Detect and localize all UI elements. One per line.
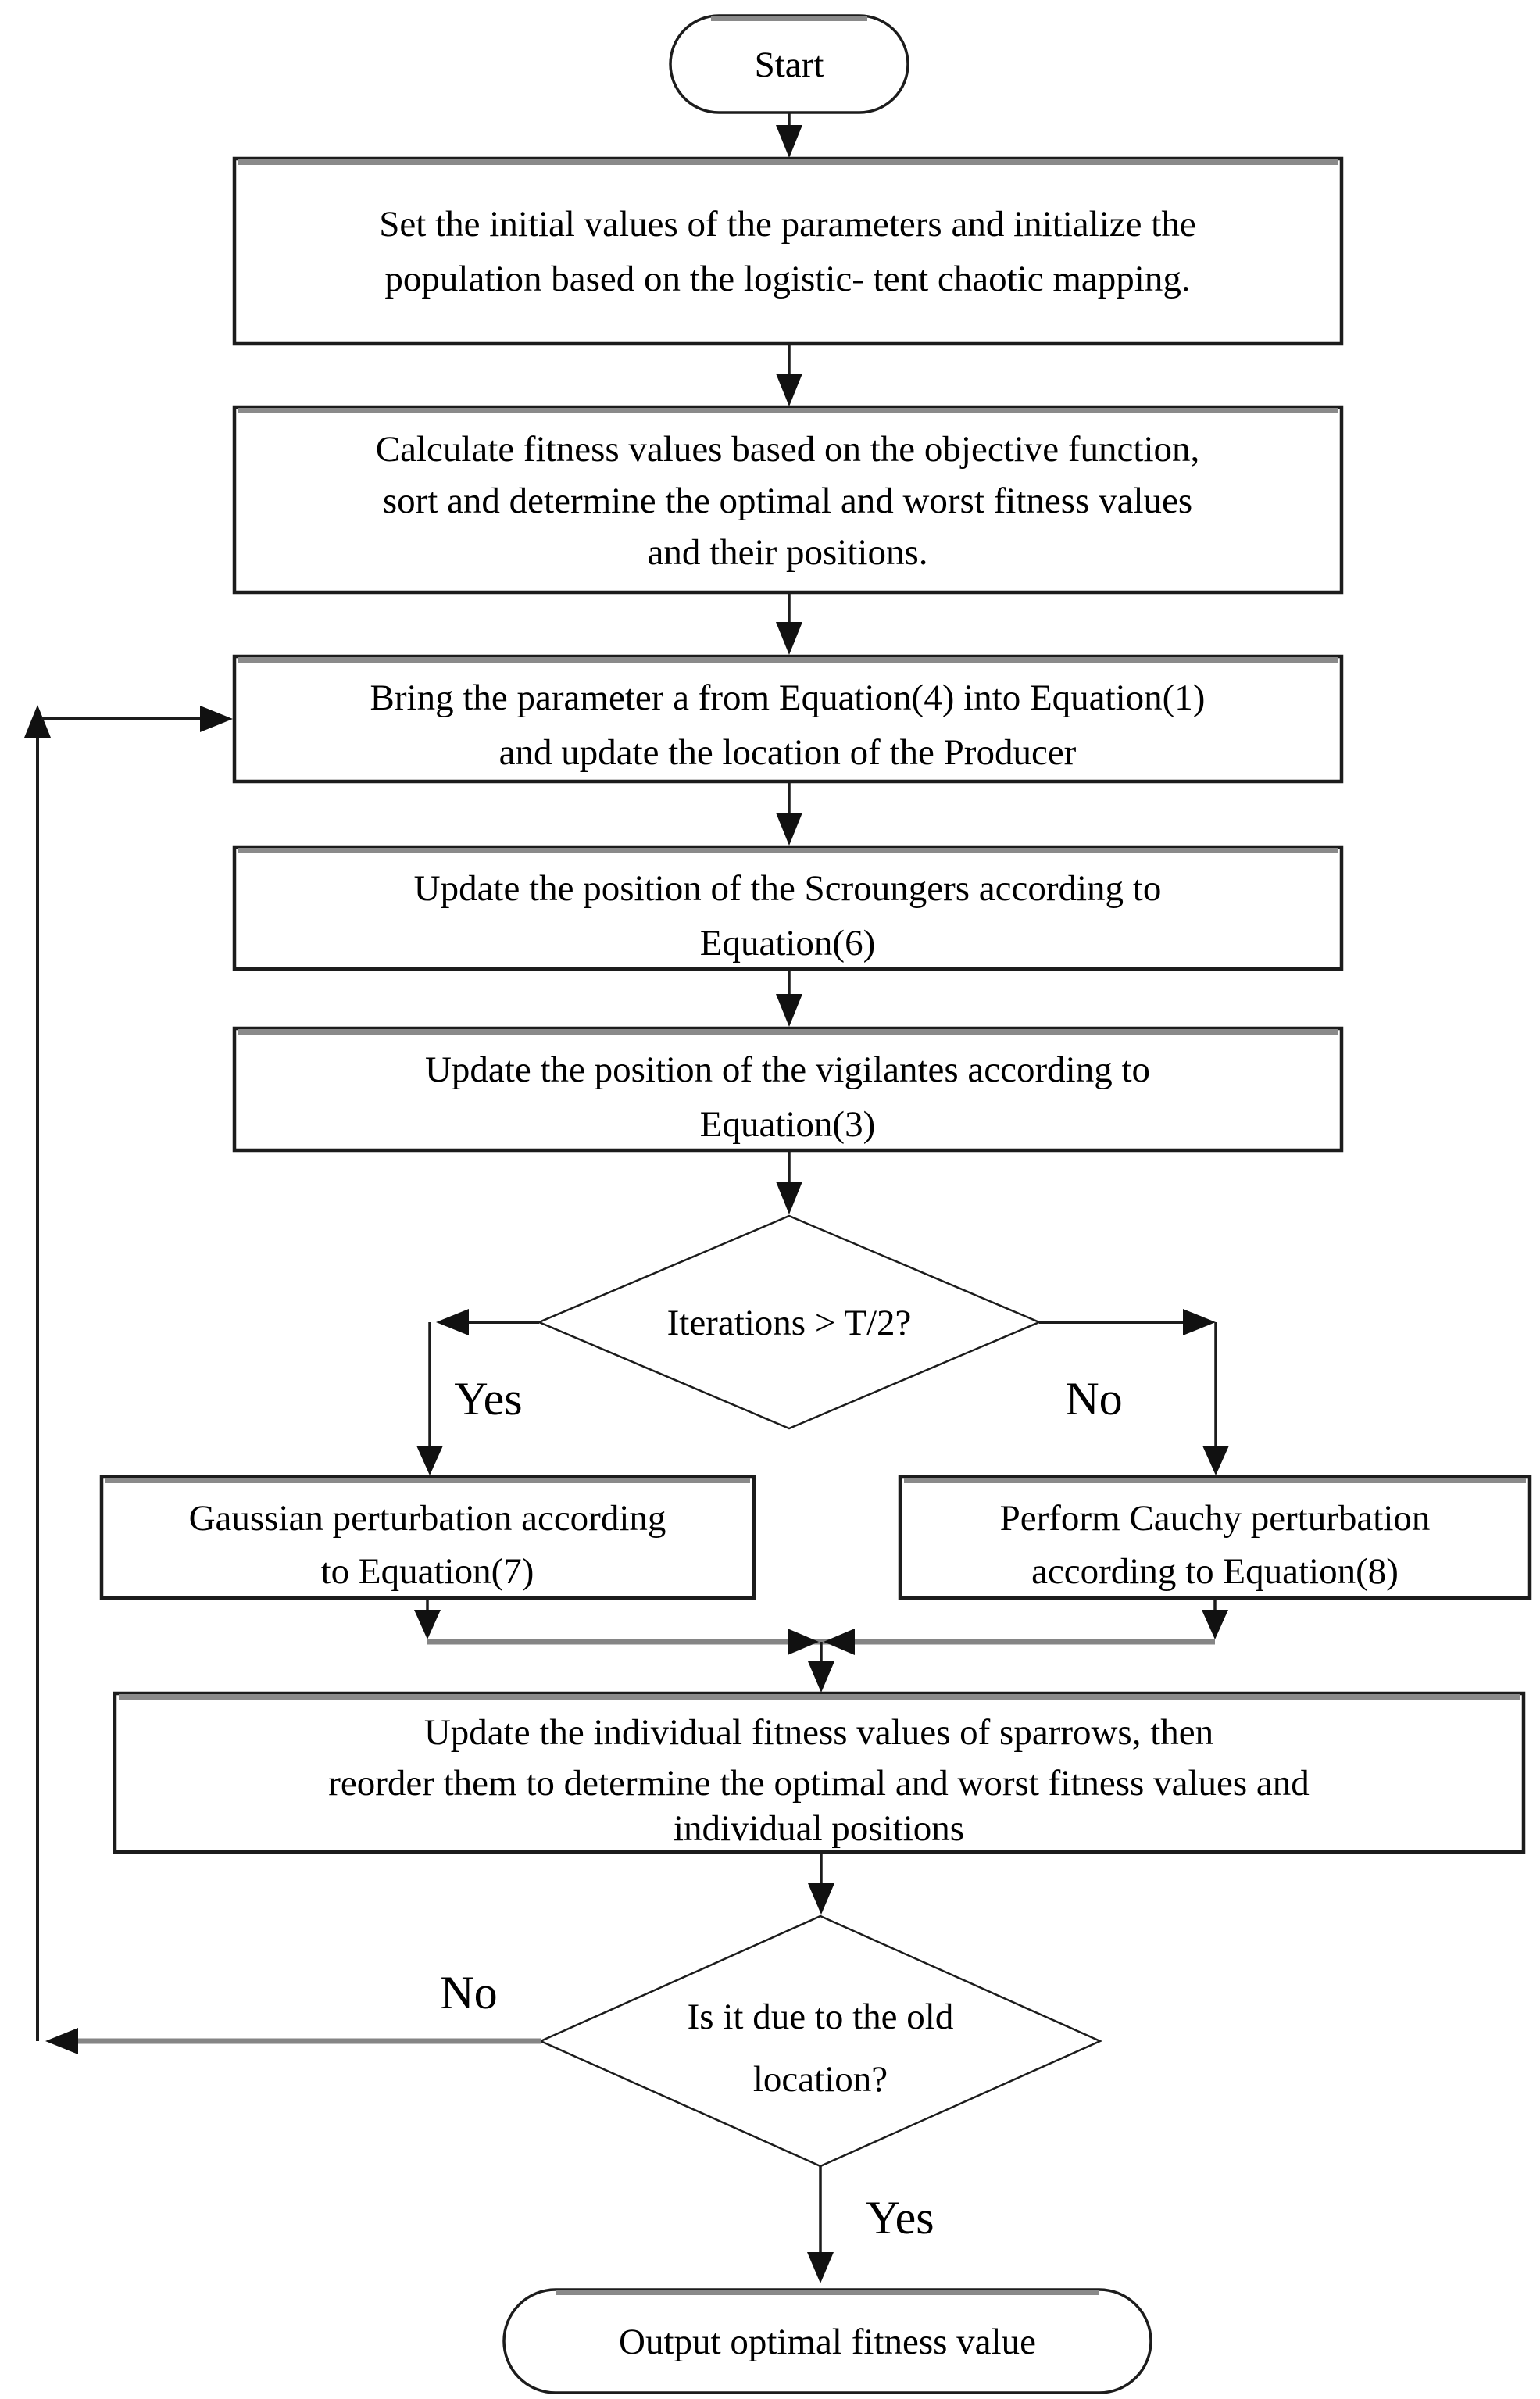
scroungers-line-2: Equation(6) bbox=[700, 923, 876, 964]
arrowhead-down-icon bbox=[1202, 1610, 1228, 1639]
start-terminator: Start bbox=[669, 14, 909, 114]
fitness-line-1: Calculate fitness values based on the ob… bbox=[376, 429, 1200, 470]
decision-old-location: Is it due to the old location? bbox=[538, 1915, 1103, 2168]
producer-line-1: Bring the parameter a from Equation(4) i… bbox=[370, 678, 1206, 718]
init-line-2: population based on the logistic- tent c… bbox=[384, 259, 1190, 299]
update-fitness-line-2: reorder them to determine the optimal an… bbox=[328, 1763, 1310, 1804]
process-box-gaussian: Gaussian perturbation according to Equat… bbox=[99, 1475, 756, 1600]
arrowhead-down-icon bbox=[776, 125, 802, 158]
feedback-loop-line bbox=[24, 705, 233, 2041]
arrowhead-down-icon bbox=[776, 622, 802, 655]
vigilantes-line-1: Update the position of the vigilantes ac… bbox=[425, 1049, 1150, 1090]
branch-iterations-no: No bbox=[1039, 1309, 1229, 1475]
branch-location-no: No bbox=[45, 1967, 541, 2054]
arrowhead-down-icon bbox=[807, 2252, 834, 2283]
vigilantes-line-2: Equation(3) bbox=[700, 1104, 876, 1145]
old-location-line-1: Is it due to the old bbox=[688, 1997, 954, 2037]
arrow-update-to-location-decision bbox=[808, 1852, 834, 1915]
scroungers-line-1: Update the position of the Scroungers ac… bbox=[414, 868, 1162, 909]
scroungers-shape bbox=[232, 845, 1344, 971]
update-fitness-line-3: individual positions bbox=[674, 1808, 964, 1849]
process-box-vigilantes: Update the position of the vigilantes ac… bbox=[232, 1026, 1344, 1153]
no-label: No bbox=[1065, 1373, 1122, 1425]
arrowhead-down-icon bbox=[416, 1446, 443, 1475]
arrow-vigilantes-to-decision bbox=[776, 1150, 802, 1214]
yes-down-label: Yes bbox=[866, 2192, 934, 2243]
cauchy-line-1: Perform Cauchy perturbation bbox=[1000, 1498, 1431, 1539]
old-location-line-2: location? bbox=[753, 2059, 888, 2100]
branch-location-yes: Yes bbox=[807, 2166, 934, 2283]
output-label: Output optimal fitness value bbox=[619, 2322, 1036, 2362]
arrowhead-down-icon bbox=[414, 1610, 441, 1639]
cauchy-shape bbox=[898, 1475, 1532, 1600]
update-fitness-shape bbox=[113, 1691, 1526, 1854]
producer-line-2: and update the location of the Producer bbox=[499, 732, 1077, 773]
gaussian-line-1: Gaussian perturbation according bbox=[189, 1498, 666, 1539]
old-location-diamond-shape bbox=[538, 1915, 1103, 2168]
fitness-line-3: and their positions. bbox=[648, 532, 928, 573]
arrowhead-left-icon bbox=[45, 2028, 78, 2054]
arrowhead-down-icon bbox=[776, 1182, 802, 1214]
arrow-init-to-fitness bbox=[776, 344, 802, 406]
yes-label: Yes bbox=[454, 1373, 522, 1425]
arrow-producer-to-scroungers bbox=[776, 781, 802, 846]
process-box-update-fitness: Update the individual fitness values of … bbox=[113, 1691, 1526, 1854]
arrowhead-down-icon bbox=[776, 994, 802, 1027]
arrowhead-down-icon bbox=[808, 1661, 834, 1693]
process-box-cauchy: Perform Cauchy perturbation according to… bbox=[898, 1475, 1532, 1600]
vigilantes-shape bbox=[232, 1026, 1344, 1153]
init-shape bbox=[232, 156, 1344, 346]
arrowhead-left-icon bbox=[436, 1309, 469, 1335]
arrowhead-down-icon bbox=[776, 374, 802, 406]
decision-iterations: Iterations > T/2? bbox=[536, 1214, 1042, 1430]
process-box-scroungers: Update the position of the Scroungers ac… bbox=[232, 845, 1344, 971]
process-box-fitness: Calculate fitness values based on the ob… bbox=[232, 405, 1344, 595]
iterations-label: Iterations > T/2? bbox=[667, 1303, 912, 1343]
arrowhead-up-icon bbox=[24, 705, 51, 738]
process-box-producer: Bring the parameter a from Equation(4) i… bbox=[232, 654, 1344, 784]
arrow-scroungers-to-vigilantes bbox=[776, 969, 802, 1027]
arrow-start-to-init bbox=[776, 113, 802, 158]
arrowhead-down-icon bbox=[776, 813, 802, 846]
arrowhead-left-icon bbox=[824, 1629, 855, 1655]
process-box-init: Set the initial values of the parameters… bbox=[232, 156, 1344, 346]
arrowhead-down-icon bbox=[808, 1883, 834, 1915]
branch-iterations-yes: Yes bbox=[416, 1309, 539, 1475]
merge-connector bbox=[414, 1598, 1228, 1693]
output-terminator: Output optimal fitness value bbox=[502, 2288, 1152, 2394]
init-line-1: Set the initial values of the parameters… bbox=[379, 204, 1195, 245]
arrowhead-right-icon bbox=[1183, 1309, 1216, 1335]
arrowhead-right-icon bbox=[788, 1629, 819, 1655]
start-label: Start bbox=[755, 45, 824, 85]
gaussian-shape bbox=[99, 1475, 756, 1600]
arrow-fitness-to-producer bbox=[776, 592, 802, 655]
arrowhead-right-icon bbox=[200, 706, 233, 732]
no-loop-label: No bbox=[440, 1967, 497, 2018]
update-fitness-line-1: Update the individual fitness values of … bbox=[424, 1712, 1213, 1753]
cauchy-line-2: according to Equation(8) bbox=[1031, 1551, 1399, 1592]
fitness-line-2: sort and determine the optimal and worst… bbox=[383, 481, 1192, 521]
arrowhead-down-icon bbox=[1202, 1446, 1229, 1475]
gaussian-line-2: to Equation(7) bbox=[321, 1551, 534, 1592]
iterations-diamond-shape bbox=[536, 1214, 1042, 1430]
